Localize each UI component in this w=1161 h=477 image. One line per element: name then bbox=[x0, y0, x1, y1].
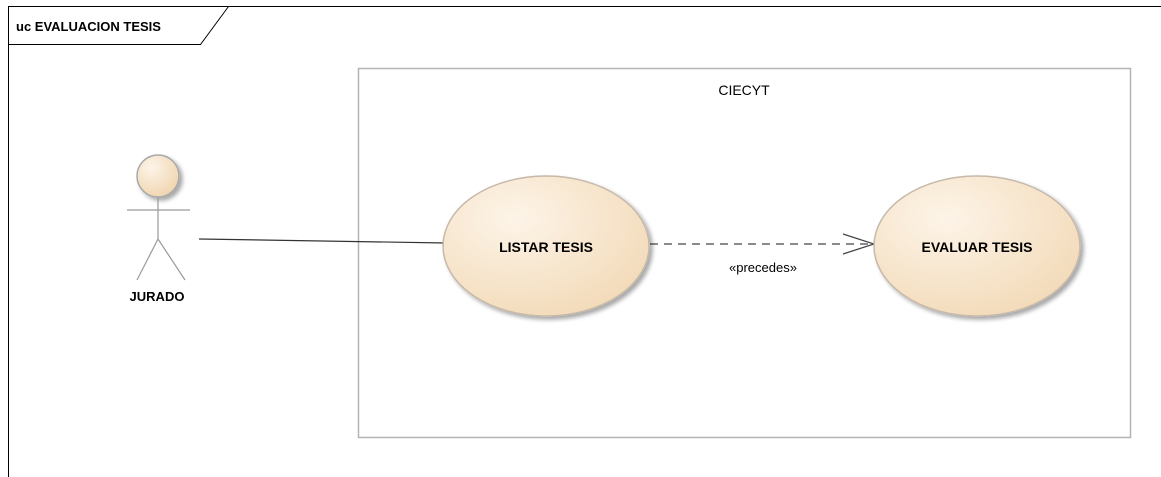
use-case-label: LISTAR TESIS bbox=[499, 239, 593, 255]
system-boundary-label: CIECYT bbox=[718, 82, 770, 98]
diagram-frame: uc EVALUACION TESIS bbox=[8, 6, 1161, 477]
dependency-stereotype: «precedes» bbox=[729, 260, 797, 275]
use-case-label: EVALUAR TESIS bbox=[922, 239, 1033, 255]
use-case-evaluar-tesis[interactable]: EVALUAR TESIS bbox=[873, 175, 1081, 317]
use-case-listar-tesis[interactable]: LISTAR TESIS bbox=[442, 175, 650, 317]
frame-title-tab bbox=[8, 6, 229, 45]
actor-head bbox=[136, 154, 180, 198]
frame-title: uc EVALUACION TESIS bbox=[16, 19, 161, 34]
actor-body bbox=[127, 197, 190, 281]
association-line[interactable] bbox=[198, 238, 447, 244]
actor-jurado[interactable]: JURADO bbox=[127, 154, 190, 304]
actor-label: JURADO bbox=[130, 289, 185, 304]
